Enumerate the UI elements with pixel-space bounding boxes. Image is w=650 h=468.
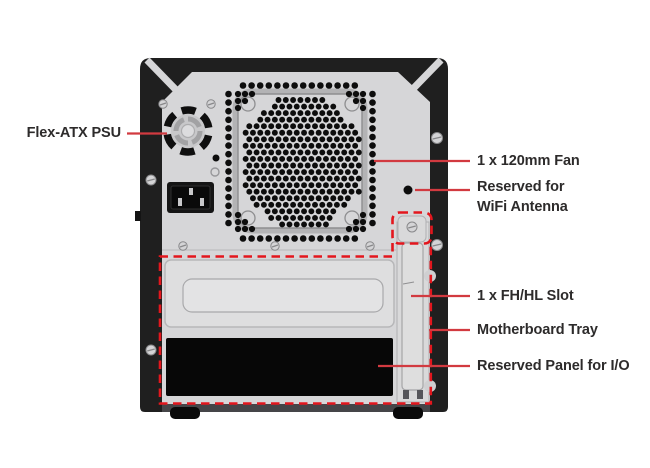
psu-fan: [163, 106, 220, 177]
label-reserved-io-panel: Reserved Panel for I/O: [477, 358, 630, 374]
case-bottom: [162, 404, 430, 419]
left-edge-nub: [135, 211, 141, 221]
wifi-antenna-hole: [403, 185, 413, 195]
label-wifi-antenna: Reserved for WiFi Antenna: [477, 179, 568, 215]
power-inlet: [167, 182, 214, 213]
case-foot-right: [393, 407, 423, 419]
psu-screw-hole: [210, 167, 220, 177]
label-120mm-fan: 1 x 120mm Fan: [477, 153, 580, 169]
corner-brace-left: [144, 57, 184, 98]
label-flex-atx-psu: Flex-ATX PSU: [26, 125, 122, 141]
label-fhhl-slot: 1 x FH/HL Slot: [477, 288, 574, 304]
notch-bottom: [424, 380, 436, 392]
screws: [145, 99, 443, 356]
slot-cover-plate: [182, 278, 384, 313]
psu-vent-hole: [212, 154, 220, 162]
vent-holes: [225, 82, 376, 242]
corner-brace-right: [404, 57, 444, 98]
expansion-slot-area: [164, 259, 395, 328]
io-reserved-panel: [166, 338, 393, 396]
bracket-slot: [401, 242, 424, 391]
case-foot-left: [170, 407, 200, 419]
label-motherboard-tray: Motherboard Tray: [477, 322, 598, 338]
highlight-outline-dashed: [158, 211, 433, 405]
callout-lines: [127, 132, 470, 368]
